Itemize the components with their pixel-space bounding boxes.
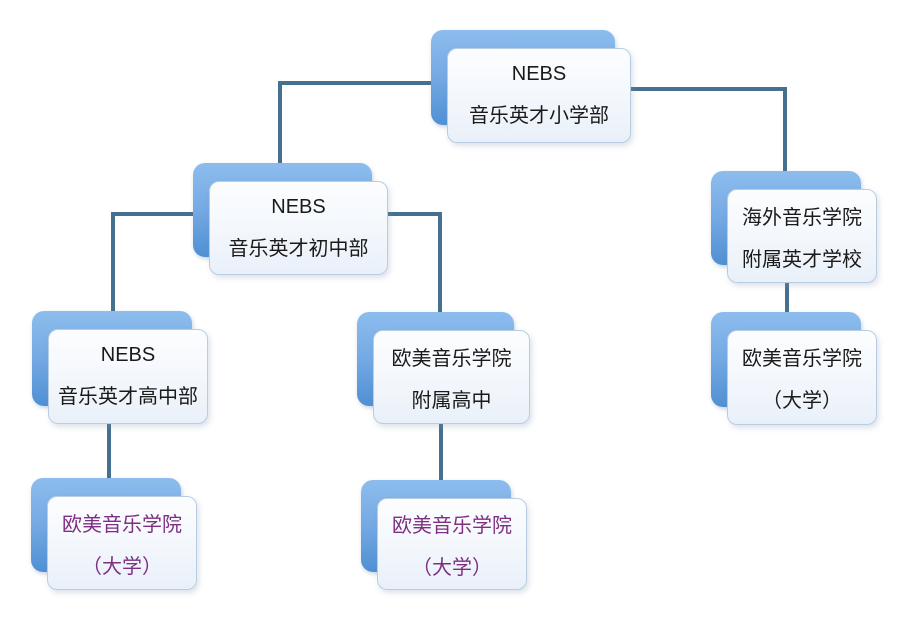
node-label-line2: 附属英才学校: [742, 248, 862, 271]
node-card: 欧美音乐学院 （大学）: [377, 498, 527, 590]
org-node-senior: NEBS 音乐英才高中部: [32, 311, 208, 424]
node-label-line1: NEBS: [100, 344, 156, 366]
org-node-university-overseas: 欧美音乐学院 （大学）: [711, 312, 877, 425]
connector-junior-senior: [111, 212, 193, 316]
node-card: NEBS 音乐英才高中部: [48, 329, 208, 424]
node-card: 欧美音乐学院 （大学）: [727, 330, 877, 425]
node-label-line1: NEBS: [511, 63, 567, 85]
node-label-line2: （大学）: [412, 556, 492, 579]
org-node-affiliated-high: 欧美音乐学院 附属高中: [357, 312, 530, 424]
node-label-line1: 海外音乐学院: [742, 206, 862, 229]
node-label-line2: 音乐英才小学部: [469, 105, 609, 127]
node-card: NEBS 音乐英才小学部: [447, 48, 631, 143]
connector-elementary-overseas: [631, 87, 787, 176]
node-label-line1: 欧美音乐学院: [392, 514, 512, 537]
org-node-elementary: NEBS 音乐英才小学部: [431, 30, 631, 143]
connector-elementary-junior: [278, 81, 431, 168]
org-node-university-affiliated: 欧美音乐学院 （大学）: [361, 480, 527, 590]
node-label-line1: 欧美音乐学院: [62, 513, 182, 536]
node-label-line2: 音乐英才初中部: [228, 237, 369, 260]
org-node-overseas-affiliated: 海外音乐学院 附属英才学校: [711, 171, 877, 283]
node-label-line2: （大学）: [762, 390, 842, 412]
node-label-line2: 音乐英才高中部: [58, 386, 198, 408]
connector-junior-affiliated-high: [388, 212, 442, 317]
org-node-junior: NEBS 音乐英才初中部: [193, 163, 388, 275]
node-card: 欧美音乐学院 附属高中: [373, 330, 530, 424]
node-label-line1: 欧美音乐学院: [742, 348, 862, 370]
node-label-line1: NEBS: [271, 195, 326, 218]
node-card: 海外音乐学院 附属英才学校: [727, 189, 877, 283]
node-label-line2: （大学）: [82, 555, 162, 578]
node-card: NEBS 音乐英才初中部: [209, 181, 388, 275]
node-label-line2: 附属高中: [411, 389, 492, 412]
org-node-university-senior: 欧美音乐学院 （大学）: [31, 478, 197, 590]
node-label-line1: 欧美音乐学院: [391, 347, 512, 370]
node-card: 欧美音乐学院 （大学）: [47, 496, 197, 590]
